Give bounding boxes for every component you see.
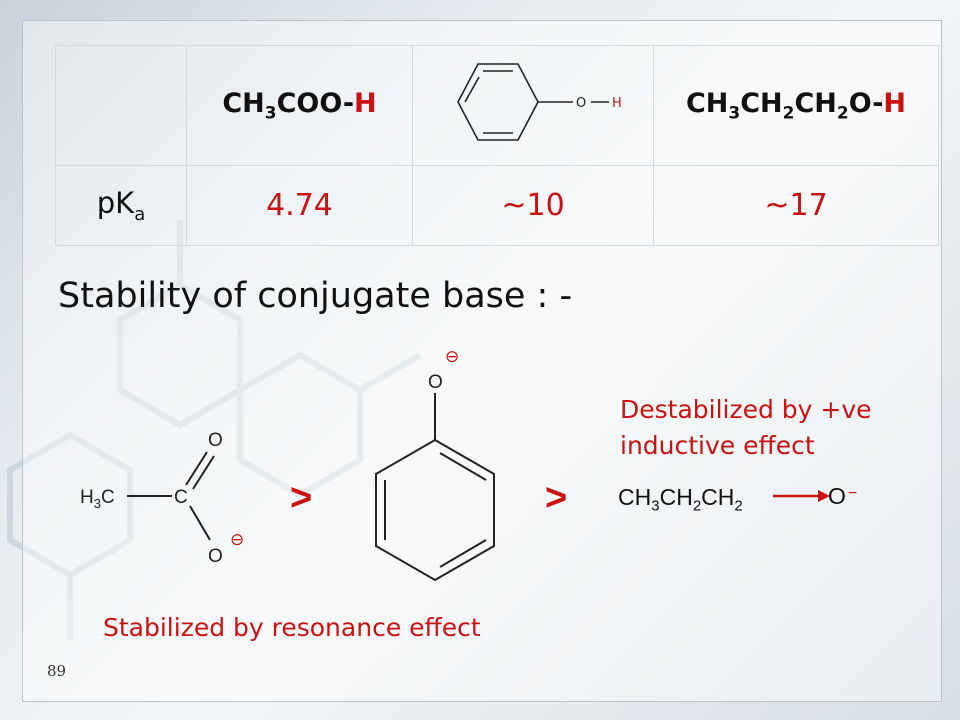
acetate-structure: H3C C O O ⊖ [80, 430, 244, 567]
phenol-structure: O H [457, 62, 622, 141]
phenoxide-charge: ⊖ [445, 347, 459, 366]
svg-text:H3C: H3C [80, 487, 115, 511]
svg-text:H: H [612, 96, 622, 111]
header-acetic-acid: CH3COO-H [186, 45, 413, 166]
pka-value-propanol: ~17 [653, 165, 939, 246]
greater-than-2: > [545, 477, 567, 519]
pka-value-phenol: ~10 [412, 165, 654, 246]
svg-text:O: O [208, 546, 223, 567]
greater-than-1: > [290, 477, 312, 519]
propoxide-formula: CH3CH2CH2 [618, 484, 743, 515]
row-label-pka: pKa [55, 165, 187, 246]
pka-table: CH3COO-H O H CH3CH2CH2O-H pKa 4.74 ~1 [55, 45, 939, 246]
phenoxide-structure: O ⊖ [375, 347, 495, 582]
svg-text:O: O [576, 96, 586, 111]
inductive-arrow [773, 490, 830, 502]
section-heading: Stability of conjugate base : - [58, 276, 573, 316]
inductive-note: Destabilized by +ve inductive effect [620, 395, 872, 460]
propoxide-oxygen: O [828, 483, 846, 509]
svg-text:C: C [174, 487, 188, 508]
resonance-note: Stabilized by resonance effect [103, 613, 481, 642]
svg-text:O: O [208, 430, 223, 451]
pka-value-acetic: 4.74 [186, 165, 413, 246]
svg-text:O: O [428, 372, 443, 393]
acetate-charge: ⊖ [230, 530, 244, 549]
header-phenol: O H [412, 45, 654, 166]
page-number: 89 [47, 662, 67, 680]
propoxide-charge: − [848, 485, 857, 502]
